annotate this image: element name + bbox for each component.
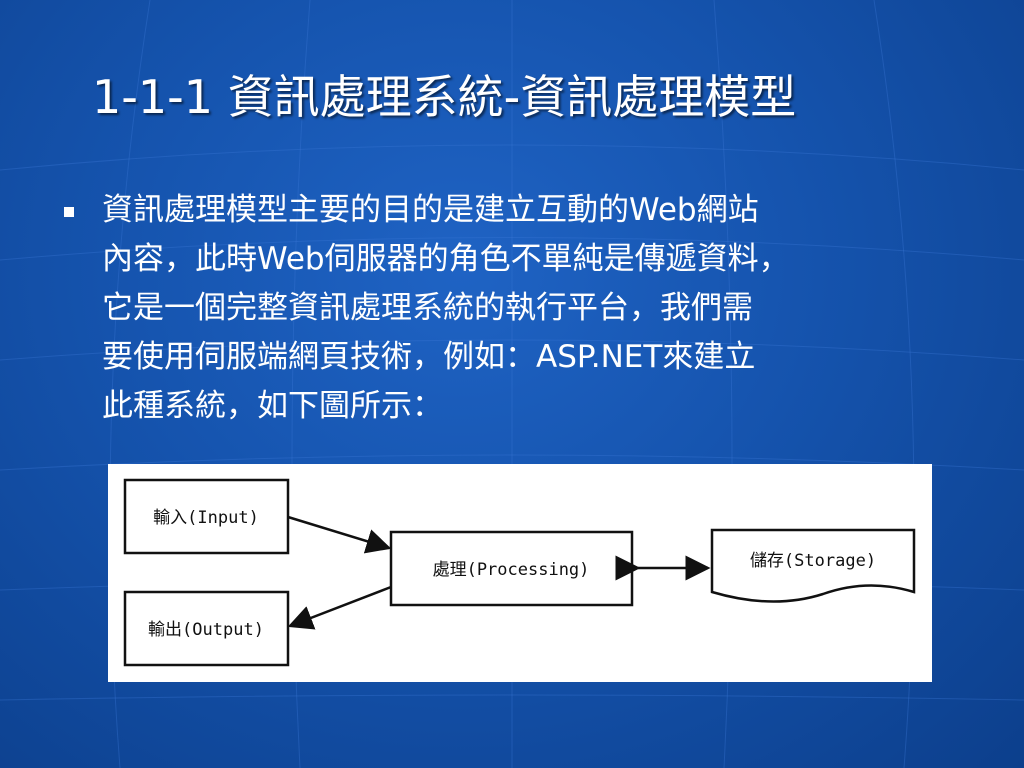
input-label: 輸入(Input) [153,508,259,528]
bullet-list: 資訊處理模型主要的目的是建立互動的Web網站 內容，此時Web伺服器的角色不單純… [60,186,960,431]
bullet-item: 資訊處理模型主要的目的是建立互動的Web網站 內容，此時Web伺服器的角色不單純… [60,186,960,431]
slide-title: 1-1-1 資訊處理系統-資訊處理模型 [92,70,797,124]
information-processing-diagram: 輸入(Input) 處理(Processing) 儲存(Storage) 輸出(… [108,464,932,682]
input-to-processing-arrow [287,515,392,554]
bullet-text-line: 內容，此時Web伺服器的角色不單純是傳遞資料， [102,241,790,277]
bullet-text-line: 資訊處理模型主要的目的是建立互動的Web網站 [102,192,759,228]
bullet-text-line: 此種系統，如下圖所示： [102,388,443,424]
output-label: 輸出(Output) [148,620,264,640]
diagram-canvas: 輸入(Input) 處理(Processing) 儲存(Storage) 輸出(… [123,478,916,667]
bullet-text-line: 它是一個完整資訊處理系統的執行平台，我們需 [102,290,753,326]
storage-document-shape [710,528,916,603]
square-bullet-icon [64,207,74,217]
storage-label: 儲存(Storage) [750,551,876,571]
processing-box [389,530,634,607]
processing-label: 處理(Processing) [433,560,590,580]
output-box [123,590,290,667]
bullet-text-line: 要使用伺服端網頁技術，例如：ASP.NET來建立 [102,339,756,375]
processing-to-output-arrow [287,585,392,630]
input-box [123,478,290,555]
